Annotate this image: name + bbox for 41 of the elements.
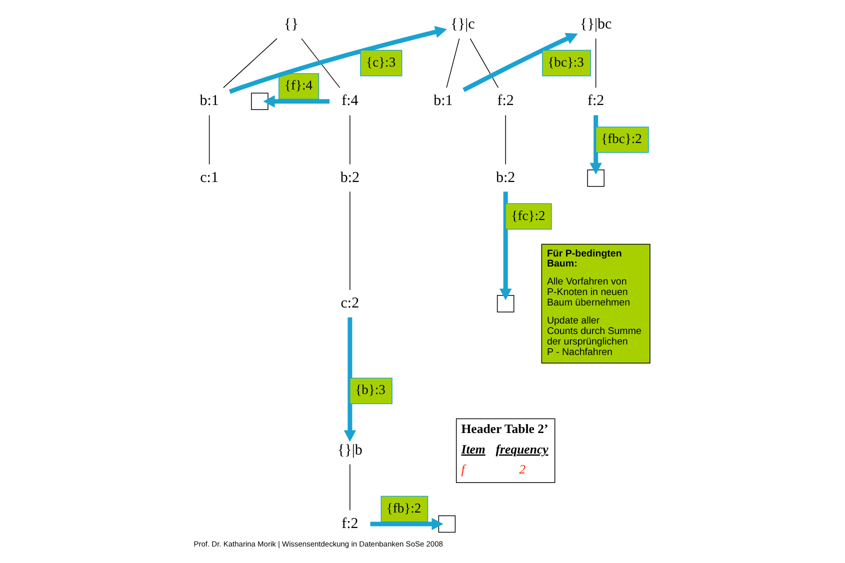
arrow bbox=[462, 32, 578, 92]
node-text: f:2 bbox=[497, 93, 514, 110]
node-box bbox=[587, 169, 604, 187]
edge-label: {fb}:2 bbox=[386, 500, 422, 516]
node-box bbox=[438, 515, 456, 533]
arrow bbox=[263, 95, 330, 108]
edge-label: {fbc}:2 bbox=[601, 131, 642, 146]
node-box bbox=[251, 92, 268, 110]
connector bbox=[595, 38, 596, 88]
edge-label: {c}:3 bbox=[366, 54, 396, 70]
arrow bbox=[500, 192, 512, 300]
arrow bbox=[590, 115, 602, 175]
node-text: c:1 bbox=[200, 170, 218, 186]
node-text: b:2 bbox=[496, 170, 516, 186]
arrow bbox=[228, 26, 447, 94]
connector bbox=[301, 38, 340, 88]
edge-label: {bc}:3 bbox=[548, 54, 584, 70]
node-text: b:2 bbox=[340, 170, 360, 186]
connector bbox=[208, 114, 210, 165]
node-text: {} bbox=[284, 16, 298, 32]
node-text: {}|bc bbox=[580, 16, 612, 32]
connector bbox=[446, 38, 460, 88]
node-box bbox=[496, 295, 514, 312]
node-text: f:2 bbox=[342, 516, 358, 532]
connector bbox=[505, 114, 506, 165]
node-text: c:2 bbox=[340, 295, 360, 312]
edge-label: {b}:3 bbox=[355, 382, 386, 398]
node-text: {}|b bbox=[337, 442, 362, 458]
node-text: b:1 bbox=[434, 93, 453, 110]
edge-label: {f}:4 bbox=[284, 78, 313, 93]
node-box: Header Table 2’ Item frequency f 2 bbox=[456, 418, 556, 484]
node-text: b:1 bbox=[200, 93, 219, 110]
node-text: f:2 bbox=[587, 93, 604, 110]
node-text: {}|c bbox=[450, 16, 475, 32]
arrow bbox=[370, 518, 444, 530]
connector bbox=[470, 38, 499, 88]
arrow bbox=[344, 317, 356, 442]
node-text: f:4 bbox=[342, 93, 358, 110]
edge-label: {fc}:2 bbox=[511, 208, 546, 223]
caption: Prof. Dr. Katharina Morik | Wissensentdeckung in Datenbanken SoSe 2008 bbox=[194, 540, 443, 549]
connector bbox=[223, 38, 278, 88]
